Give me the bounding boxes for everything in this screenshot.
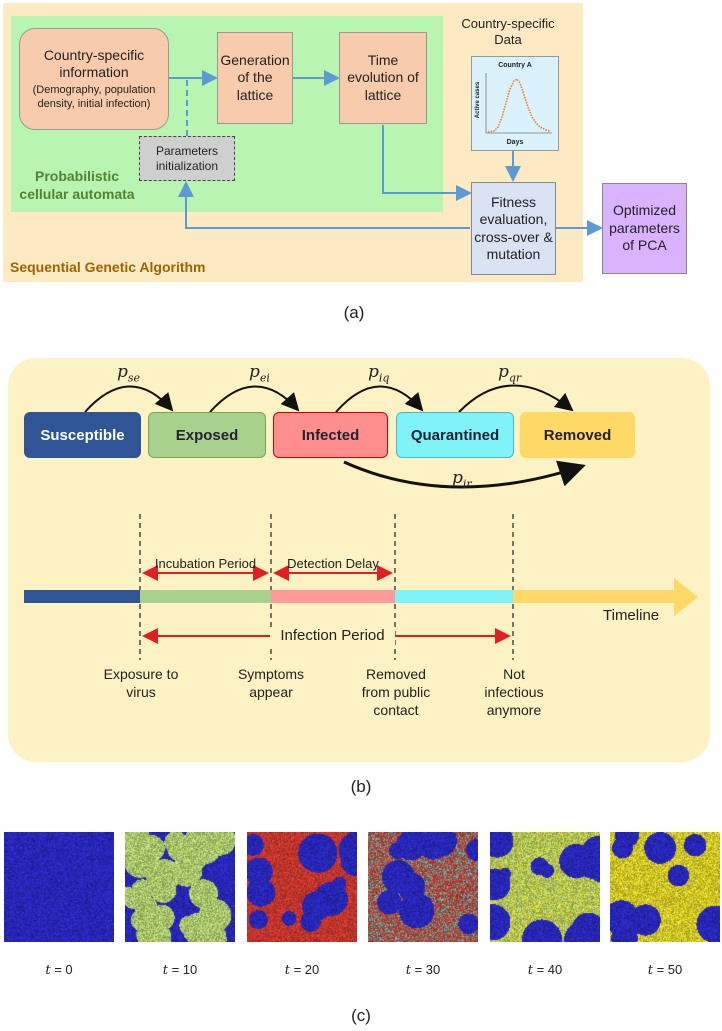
caption-a: (a) (343, 303, 365, 322)
fitness-box: Fitness evaluation, cross-over & mutatio… (471, 182, 556, 275)
country-info-title: Country-specific information (43, 46, 145, 81)
p-qr-label: pqr (498, 362, 522, 385)
panel-a-arrows (169, 70, 603, 236)
timeline-exposed (140, 590, 271, 603)
detection-label: Detection Delay (287, 556, 379, 571)
generation-label: Generation of the lattice (220, 51, 290, 103)
generation-box: Generation of the lattice (217, 32, 293, 124)
sga-label: Sequential Genetic Algorithm (10, 259, 206, 275)
timeline-label: Timeline (603, 607, 660, 624)
inset-curve (485, 73, 552, 134)
state-removed: Removed (520, 412, 635, 458)
snapshot-t10 (125, 832, 235, 942)
optimized-label: Optimized parameters of PCA (609, 202, 680, 254)
country-data-label: Country-specific Data (461, 16, 555, 48)
inset-xlabel: Days (506, 139, 524, 146)
params-init-label: Parameters initialization (155, 143, 219, 173)
inset-title: Country A (498, 62, 532, 69)
p-ir-label: pir (452, 468, 472, 491)
time-evolution-box: Time evolution of lattice (339, 32, 427, 124)
time-label-30: t = 30 (405, 962, 441, 978)
caption-b: (b) (350, 777, 372, 796)
snapshot-t30 (368, 832, 478, 942)
timeline-quarantined (395, 590, 513, 603)
time-evolution-label: Time evolution of lattice (347, 51, 419, 103)
p-ei-label: pei (249, 362, 270, 385)
state-exposed: Exposed (148, 412, 266, 458)
fitness-label: Fitness evaluation, cross-over & mutatio… (474, 193, 553, 263)
snapshot-t50 (610, 832, 720, 942)
country-info-box: Country-specific information (Demography… (19, 28, 169, 130)
milestone-removed: Removed from public contact (361, 666, 431, 719)
milestone-exposure: Exposure to virus (103, 666, 179, 701)
state-infected: Infected (273, 412, 388, 458)
time-label-0: t = 0 (45, 962, 73, 978)
timeline-susceptible (24, 590, 140, 603)
timeline-bar (24, 590, 674, 603)
snapshot-t20 (247, 832, 357, 942)
timeline-removed (513, 590, 674, 603)
p-iq-label: piq (368, 362, 390, 385)
inset-ylabel: Active cases (475, 81, 481, 119)
optimized-box: Optimized parameters of PCA (602, 183, 687, 274)
pca-label: Probabilistic cellular automata (19, 168, 135, 202)
timeline-arrowhead (674, 578, 698, 616)
snapshot-t0 (4, 832, 114, 942)
caption-c: (c) (351, 1006, 371, 1025)
state-susceptible: Susceptible (24, 412, 141, 458)
time-label-40: t = 40 (527, 962, 563, 978)
p-se-label: pse (117, 362, 141, 385)
milestone-symptoms: Symptoms appear (237, 666, 305, 701)
milestone-not-infectious: Not infectious anymore (484, 666, 544, 719)
infection-period-label: Infection Period (270, 627, 395, 646)
state-quarantined: Quarantined (396, 412, 514, 458)
time-label-50: t = 50 (647, 962, 683, 978)
country-info-detail: (Demography, population density, initial… (32, 83, 156, 110)
snapshot-t40 (490, 832, 600, 942)
incubation-label: Incubation Period (154, 556, 257, 571)
time-label-20: t = 20 (284, 962, 320, 978)
time-label-10: t = 10 (162, 962, 198, 978)
timeline-infected (271, 590, 395, 603)
params-init-box: Parameters initialization (139, 136, 235, 181)
country-a-inset: Country A Active cases Days (471, 56, 559, 151)
